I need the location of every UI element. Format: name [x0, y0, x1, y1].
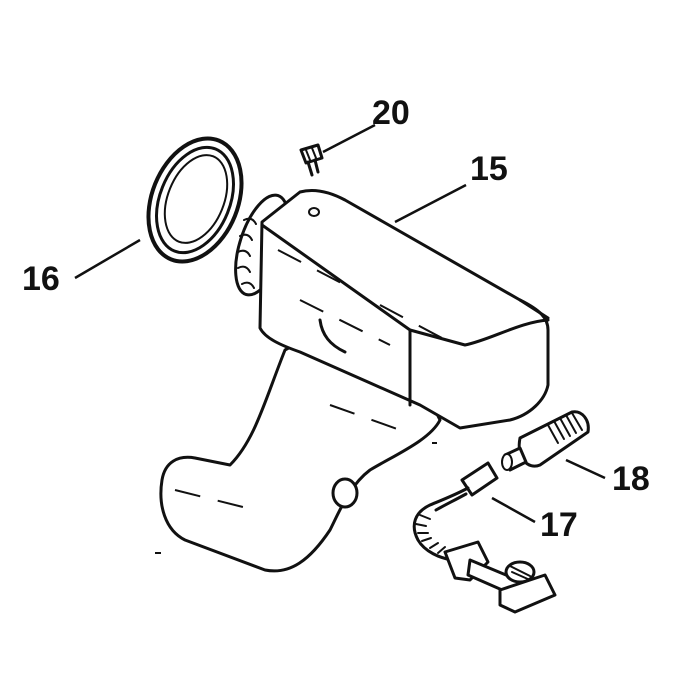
scan-specks [155, 442, 437, 554]
callout-15: 15 [470, 150, 508, 188]
callout-17: 17 [540, 506, 578, 544]
leader-lines [74, 123, 606, 524]
screw-part-20 [299, 143, 324, 177]
fitting-part-18 [501, 410, 590, 472]
callout-16: 16 [22, 260, 60, 298]
oil-hose-part-17 [412, 461, 557, 614]
callout-18: 18 [612, 460, 650, 498]
callout-20: 20 [372, 94, 410, 132]
housing-part-15 [159, 188, 550, 573]
seal-ring-part-16 [146, 136, 244, 264]
